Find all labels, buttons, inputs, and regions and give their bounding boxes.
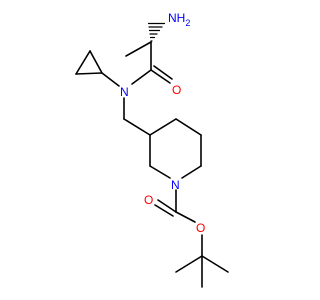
bond-cyclopropyl-3 xyxy=(89,50,103,74)
bond-cyclopropyl-2 xyxy=(75,50,91,75)
atom-nh2-main: NH xyxy=(168,11,185,25)
bond-methyl-calpha xyxy=(125,41,152,57)
bond-ch2-c3 xyxy=(123,118,151,136)
atom-nh2-sub: 2 xyxy=(185,18,190,28)
atom-n-ring: N xyxy=(171,178,180,192)
bond-ccarbamate-oester xyxy=(175,211,196,223)
stereo-hash-bond xyxy=(147,22,166,42)
atom-o-carbonyl: O xyxy=(144,193,153,207)
molecule-diagram: NH2 O N N O O xyxy=(75,11,229,288)
atom-o-ester: O xyxy=(196,221,205,235)
bond-c-o-carbamate-2 xyxy=(154,204,174,217)
bonds xyxy=(75,22,229,288)
bond-c-o-amide-1 xyxy=(150,69,171,84)
bond-cyclopropyl-1 xyxy=(75,72,103,75)
bond-ring-c3-c4 xyxy=(149,118,177,136)
bond-c-o-carbamate-1 xyxy=(157,199,177,213)
bond-ctert-me2 xyxy=(201,255,229,273)
atom-labels: NH2 O N N O O xyxy=(120,11,205,235)
atom-o-amide: O xyxy=(172,83,181,97)
bond-ring-c6-n xyxy=(181,165,202,179)
bond-ctert-me1 xyxy=(175,255,203,273)
bond-ring-n-c2 xyxy=(149,165,171,179)
bond-ring-c4-c5 xyxy=(175,118,202,136)
bond-ccarbonyl-namide xyxy=(131,69,152,85)
bond-namide-cyclopropyl xyxy=(101,72,120,87)
bond-c-o-amide-2 xyxy=(153,65,173,80)
atom-nh2: NH2 xyxy=(168,11,190,28)
atom-n-amide: N xyxy=(120,85,129,99)
